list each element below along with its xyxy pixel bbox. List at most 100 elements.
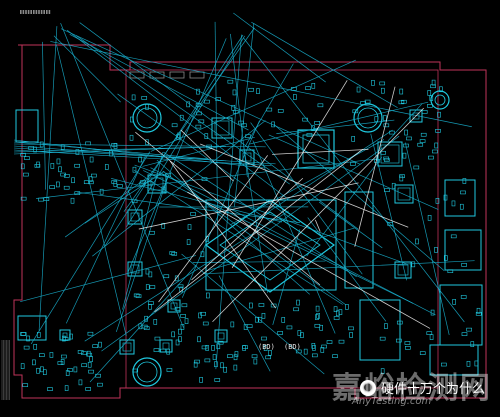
passive-component [404, 129, 408, 136]
passive-component [111, 180, 118, 184]
passive-component [36, 332, 41, 338]
ratsnest-line [307, 217, 387, 322]
passive-component [460, 190, 466, 195]
passive-component [20, 363, 25, 369]
passive-component [427, 90, 432, 96]
ratsnest-line [92, 120, 266, 257]
ic-die [214, 120, 230, 136]
connector [359, 299, 401, 361]
ratsnest-line [60, 22, 184, 328]
passive-component [174, 307, 181, 311]
ratsnest-line [36, 158, 379, 199]
passive-component [23, 172, 29, 177]
ratsnest-line [276, 119, 395, 134]
passive-component [417, 142, 424, 147]
ratsnest-line [134, 164, 408, 265]
passive-component [220, 362, 224, 369]
passive-component [405, 346, 411, 350]
connector [429, 344, 479, 376]
passive-component [315, 314, 319, 320]
passive-component [317, 103, 324, 108]
passive-component [145, 284, 150, 290]
passive-component [333, 316, 340, 320]
passive-component [459, 203, 464, 210]
passive-component [20, 196, 27, 201]
ic-package [119, 339, 135, 355]
passive-component [212, 354, 217, 360]
passive-component [138, 156, 142, 163]
passive-component [56, 158, 61, 165]
passive-component [461, 263, 467, 267]
highlighted-net [187, 191, 431, 329]
header-pin [40, 10, 43, 14]
trace-bundle [13, 146, 210, 155]
passive-component [63, 174, 70, 178]
passive-component [200, 311, 206, 316]
passive-component [265, 355, 271, 360]
header-pin [30, 10, 32, 14]
ratsnest-line [142, 136, 255, 167]
highlighted-net [272, 149, 369, 155]
passive-component [466, 327, 472, 332]
ratsnest-line [42, 41, 46, 190]
passive-component [380, 150, 386, 155]
passive-component [461, 332, 468, 336]
ratsnest-line [126, 35, 245, 227]
passive-component [160, 348, 166, 353]
passive-component [20, 332, 27, 336]
silkscreen-label: (BD) [284, 343, 301, 351]
passive-component [311, 125, 315, 131]
passive-component [77, 350, 84, 354]
passive-component [130, 116, 134, 123]
passive-component [242, 345, 248, 349]
passive-component [47, 387, 53, 391]
passive-component [296, 299, 300, 306]
passive-component [261, 336, 267, 341]
passive-component [171, 331, 175, 338]
passive-component [85, 141, 91, 146]
passive-component [345, 304, 349, 310]
passive-component [404, 341, 411, 345]
passive-component [88, 176, 93, 183]
passive-component [364, 99, 371, 104]
passive-component [383, 123, 390, 128]
ratsnest-line [122, 152, 164, 310]
passive-component [38, 197, 44, 202]
passive-component [227, 79, 234, 84]
ratsnest-line [30, 151, 151, 345]
silkscreen-label: (BD) [258, 343, 275, 351]
passive-component [428, 155, 434, 160]
passive-component [113, 143, 118, 149]
ic-package [211, 117, 233, 139]
ic-die [170, 302, 178, 310]
passive-component [286, 325, 293, 330]
passive-component [199, 377, 203, 383]
passive-component [475, 312, 482, 316]
ratsnest-line [115, 175, 169, 333]
passive-component [23, 345, 30, 350]
passive-component [384, 158, 390, 162]
passive-component [332, 354, 338, 358]
passive-component [132, 166, 137, 173]
passive-component [153, 319, 158, 325]
passive-component [28, 146, 34, 150]
passive-component [374, 116, 379, 122]
passive-component [99, 188, 104, 195]
ic-package [167, 299, 181, 313]
ratsnest-line [127, 38, 227, 273]
passive-component [104, 164, 109, 170]
passive-component [71, 177, 75, 184]
passive-component [62, 335, 66, 342]
passive-component [466, 361, 471, 367]
highlighted-net [354, 86, 396, 247]
passive-component [132, 368, 139, 373]
passive-component [246, 324, 253, 328]
passive-component [20, 152, 27, 157]
passive-component [161, 222, 166, 229]
passive-component [139, 181, 146, 186]
passive-component [435, 198, 440, 204]
passive-component [223, 366, 228, 373]
mounting-hole-ring [136, 361, 158, 383]
ic-die [122, 342, 132, 352]
passive-component [248, 87, 254, 92]
